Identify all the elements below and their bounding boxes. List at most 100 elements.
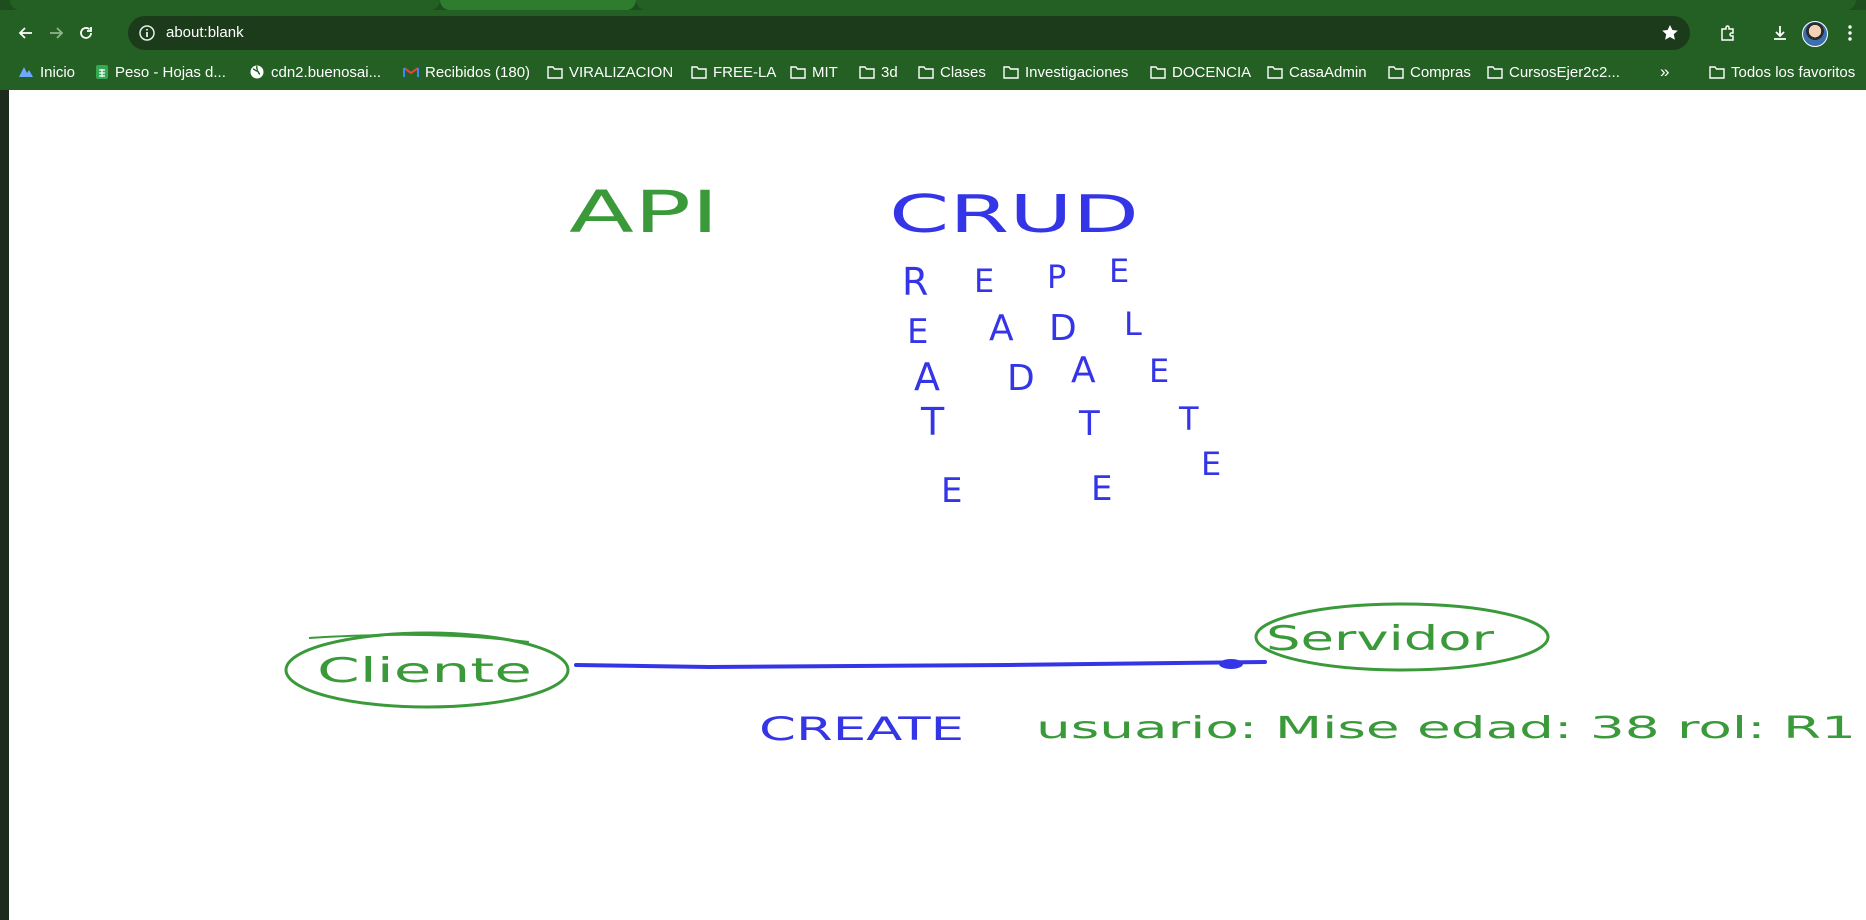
- downloads-button[interactable]: [1764, 17, 1796, 49]
- client-stroke: [308, 633, 530, 643]
- profile-avatar[interactable]: [1802, 21, 1828, 47]
- sheets-icon: [96, 65, 108, 79]
- folder-icon: [790, 66, 806, 79]
- bookmark-label: CursosEjer2c2...: [1509, 63, 1620, 81]
- bookmark-folder-viralizacion[interactable]: VIRALIZACION: [547, 61, 673, 83]
- bookmark-label: cdn2.buenosai...: [271, 63, 382, 81]
- bookmark-folder-free-la[interactable]: FREE-LA: [691, 61, 776, 83]
- address-text[interactable]: about:blank: [166, 24, 244, 41]
- app-icon: [19, 67, 33, 77]
- server-node: [1254, 602, 1550, 672]
- all-bookmarks-button[interactable]: Todos los favoritos: [1709, 61, 1855, 83]
- drawing-surface: API CRUD R E A T E E A D P D A T E E L: [284, 178, 1856, 748]
- folder-icon: [1709, 66, 1725, 79]
- bookmark-folder-docencia[interactable]: DOCENCIA: [1150, 61, 1251, 83]
- bookmark-label: Compras: [1410, 63, 1471, 81]
- bookmark-label: Inicio: [40, 63, 76, 81]
- arrow-right-icon: [50, 27, 64, 39]
- client-server-connection: [574, 660, 1267, 670]
- crud-letter: E: [1091, 469, 1112, 509]
- crud-letter: T: [1178, 400, 1199, 438]
- extensions-button[interactable]: [1712, 17, 1744, 49]
- tab-inactive[interactable]: [10, 0, 440, 10]
- gmail-icon: [403, 67, 419, 77]
- bookmark-gmail[interactable]: Recibidos (180): [403, 61, 530, 83]
- crud-letter: E: [1109, 252, 1129, 290]
- server-label: Servidor: [1266, 619, 1494, 659]
- left-window-edge: [0, 90, 9, 920]
- arrow-left-icon: [18, 27, 32, 39]
- bookmark-label: CasaAdmin: [1289, 63, 1367, 81]
- chevron-double-right-icon: »: [1660, 62, 1670, 81]
- bookmark-label: FREE-LA: [713, 63, 777, 81]
- tab-inactive[interactable]: [636, 0, 1856, 10]
- crud-letter: D: [1007, 358, 1035, 399]
- bookmark-label: DOCENCIA: [1172, 63, 1252, 81]
- back-button[interactable]: [10, 17, 42, 49]
- bookmark-peso[interactable]: Peso - Hojas d...: [95, 61, 226, 83]
- bookmark-folder-clases[interactable]: Clases: [918, 61, 986, 83]
- reload-button[interactable]: [70, 17, 102, 49]
- tab-active[interactable]: [440, 0, 636, 10]
- bookmarks-bar: Inicio Peso - Hojas d... cdn2.buenosai..…: [0, 55, 1866, 90]
- client-node: [284, 631, 570, 709]
- bookmark-folder-casaadmin[interactable]: CasaAdmin: [1267, 61, 1367, 83]
- bookmark-folder-3d[interactable]: 3d: [859, 61, 898, 83]
- crud-letter: A: [989, 308, 1014, 349]
- forward-button[interactable]: [40, 17, 72, 49]
- folder-icon: [1267, 66, 1283, 79]
- bookmark-inicio[interactable]: Inicio: [18, 61, 75, 83]
- tab-strip: [0, 0, 1866, 10]
- crud-letter: D: [1049, 308, 1077, 349]
- title-api: API: [569, 178, 719, 246]
- crud-column-update: P D A T E: [1047, 258, 1112, 509]
- crud-letter: A: [1071, 350, 1096, 391]
- bookmark-folder-cursos[interactable]: CursosEjer2c2...: [1487, 61, 1620, 83]
- puzzle-icon: [1721, 25, 1734, 41]
- crud-letter: E: [1149, 352, 1169, 390]
- bookmark-label: Todos los favoritos: [1731, 63, 1856, 81]
- globe-icon: [250, 65, 264, 79]
- reload-icon: [80, 27, 92, 39]
- folder-icon: [1388, 66, 1404, 79]
- client-label: Cliente: [317, 651, 532, 691]
- crud-letter: P: [1047, 258, 1066, 296]
- folder-icon: [1487, 66, 1503, 79]
- folder-icon: [547, 66, 563, 79]
- info-icon[interactable]: [138, 24, 156, 42]
- folder-icon: [859, 66, 875, 79]
- bookmark-label: VIRALIZACION: [569, 63, 674, 81]
- bookmark-folder-investigaciones[interactable]: Investigaciones: [1003, 61, 1128, 83]
- bookmark-star-icon[interactable]: [1660, 23, 1680, 43]
- bookmark-label: 3d: [881, 63, 898, 81]
- crud-column-create: R E A T E: [902, 260, 962, 511]
- folder-icon: [1150, 66, 1166, 79]
- bookmark-label: Investigaciones: [1025, 63, 1129, 81]
- bookmark-label: Peso - Hojas d...: [115, 63, 226, 81]
- browser-toolbar: about:blank: [0, 10, 1866, 55]
- crud-letter: E: [1201, 445, 1221, 483]
- bookmark-cdn2[interactable]: cdn2.buenosai...: [249, 61, 381, 83]
- crud-column-delete: E L E T E: [1109, 252, 1221, 483]
- folder-icon: [1003, 66, 1019, 79]
- menu-button[interactable]: [1838, 17, 1862, 49]
- crud-letter: T: [1078, 404, 1100, 444]
- download-icon: [1774, 26, 1786, 40]
- crud-letter: E: [974, 262, 994, 300]
- crud-letter: A: [914, 355, 940, 399]
- bookmark-folder-mit[interactable]: MIT: [790, 61, 838, 83]
- crud-heading: CRUD: [889, 185, 1139, 245]
- request-payload: usuario: Mise edad: 38 rol: R1: [1036, 711, 1856, 746]
- request-verb: CREATE: [759, 710, 964, 748]
- whiteboard-canvas[interactable]: API CRUD R E A T E E A D P D A T E E L: [9, 90, 1866, 920]
- folder-icon: [691, 66, 707, 79]
- bookmark-label: MIT: [812, 63, 838, 81]
- bookmarks-overflow-button[interactable]: »: [1660, 61, 1669, 83]
- crud-letter: T: [920, 400, 945, 444]
- bookmark-label: Recibidos (180): [425, 63, 531, 81]
- address-bar[interactable]: about:blank: [128, 16, 1690, 50]
- bookmark-folder-compras[interactable]: Compras: [1388, 61, 1471, 83]
- kebab-menu-icon: [1848, 25, 1852, 41]
- bookmark-label: Clases: [940, 63, 986, 81]
- crud-letter: R: [902, 260, 928, 304]
